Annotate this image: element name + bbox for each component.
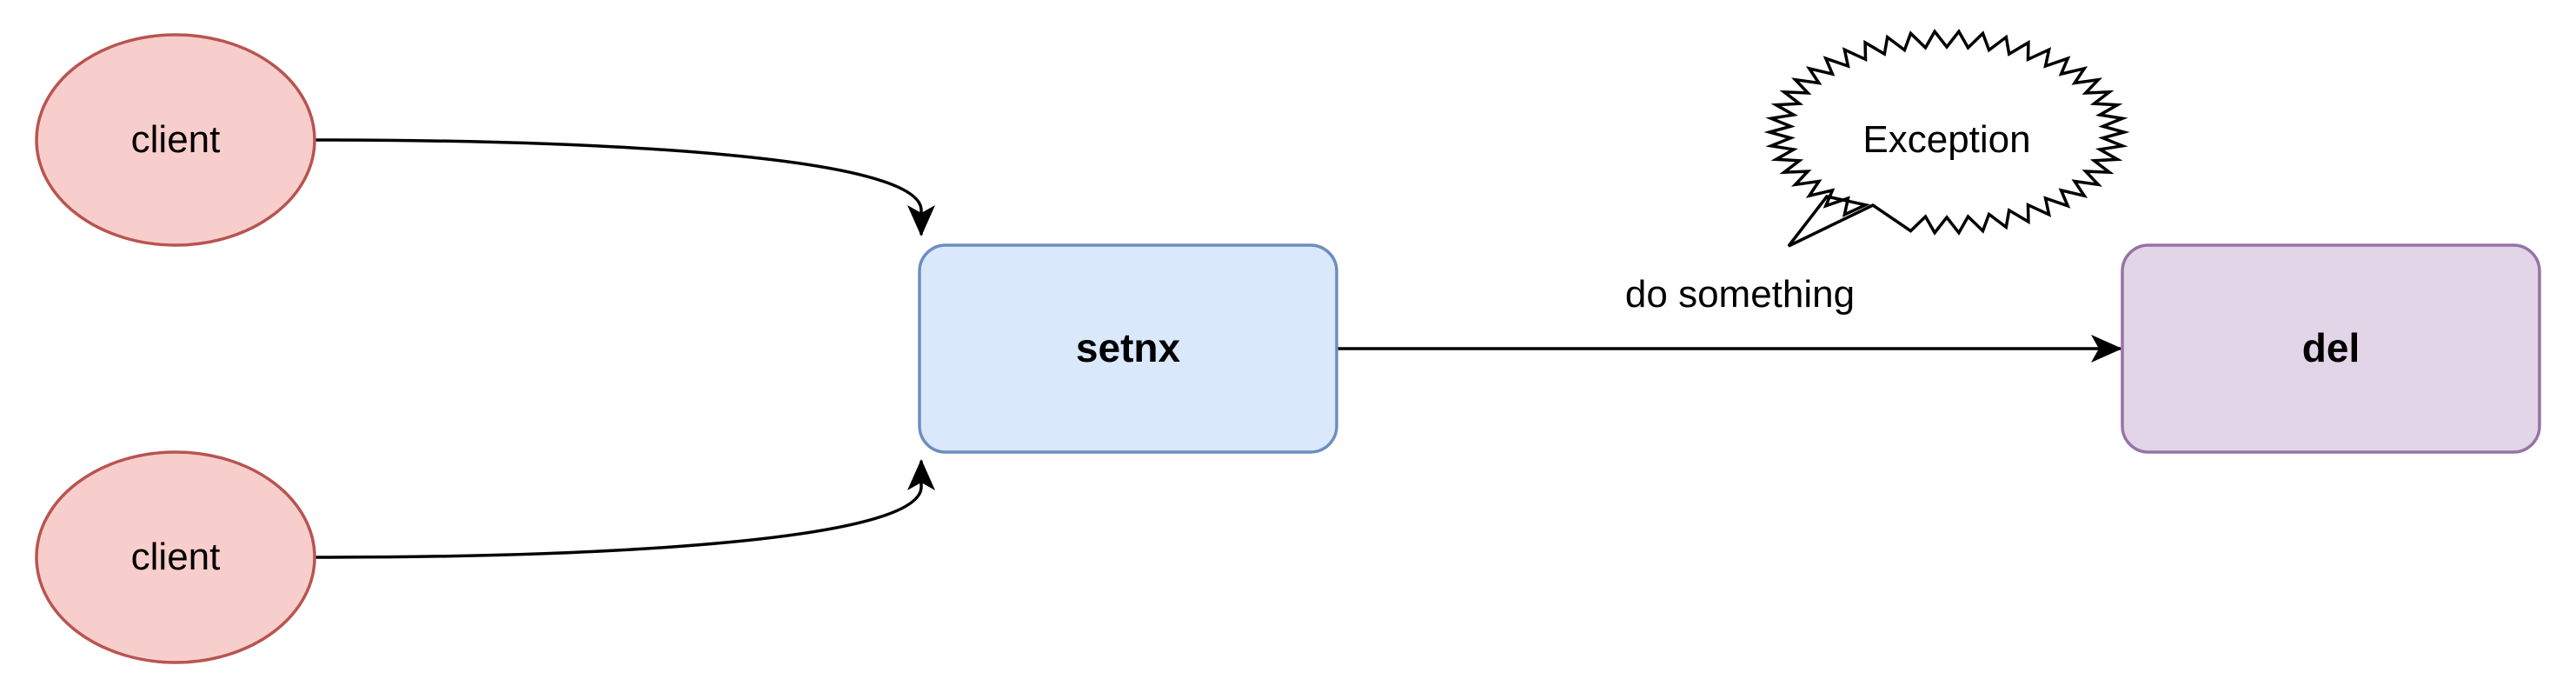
client-top-label: client — [131, 118, 221, 161]
node-exception: Exception — [1763, 29, 2130, 248]
edge-client-top-to-setnx — [314, 138, 935, 236]
edge-client-bottom-to-setnx — [314, 459, 935, 559]
node-del: del — [2121, 243, 2541, 454]
setnx-label: setnx — [1076, 325, 1181, 370]
del-shape — [2121, 243, 2541, 454]
exception-label: Exception — [1862, 118, 2030, 161]
client-bottom-label: client — [131, 536, 221, 578]
node-client-top: client — [35, 33, 316, 247]
client-bottom-shape — [35, 450, 316, 664]
client-top-shape — [35, 33, 316, 247]
exception-bubble-shape — [1763, 29, 2130, 248]
node-setnx: setnx — [918, 243, 1338, 454]
node-client-bottom: client — [35, 450, 316, 664]
del-label: del — [2302, 325, 2360, 370]
setnx-shape — [918, 243, 1338, 454]
edge-label-do-something: do something — [1625, 273, 1855, 316]
